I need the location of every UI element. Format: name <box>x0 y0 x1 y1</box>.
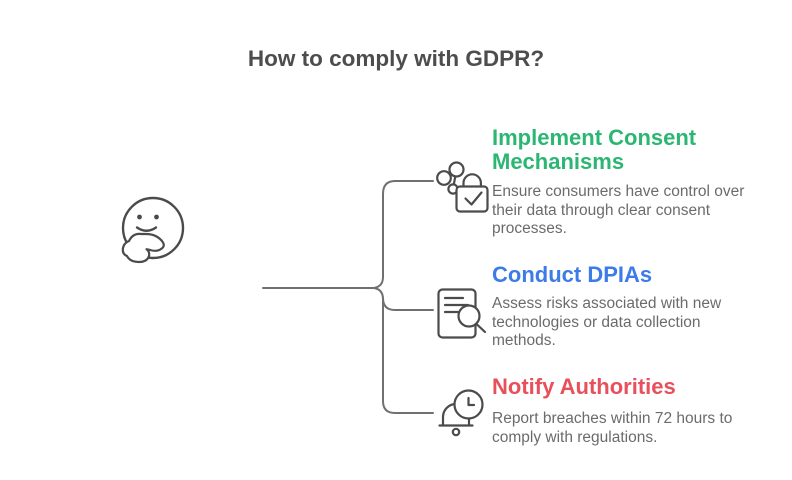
branch-notify: Notify Authorities Report breaches withi… <box>435 375 765 475</box>
bell-clock-icon <box>436 389 490 446</box>
share-lock-icon <box>435 157 495 220</box>
page-title: How to comply with GDPR? <box>247 46 545 71</box>
branch-description: Ensure consumers have control over their… <box>492 183 745 238</box>
branch-heading: Notify Authorities <box>492 374 676 399</box>
document-search-icon <box>436 287 494 347</box>
branch-consent: Implement Consent Mechanisms Ensure cons… <box>435 126 765 266</box>
branch-dpia: Conduct DPIAs Assess risks associated wi… <box>435 263 765 373</box>
branch-description: Report breaches within 72 hours to compl… <box>492 410 733 446</box>
branch-heading: Conduct DPIAs <box>492 262 653 287</box>
branch-heading: Implement Consent Mechanisms <box>492 125 697 174</box>
thinking-face-icon <box>110 192 196 272</box>
branch-description: Assess risks associated with new technol… <box>492 295 722 350</box>
